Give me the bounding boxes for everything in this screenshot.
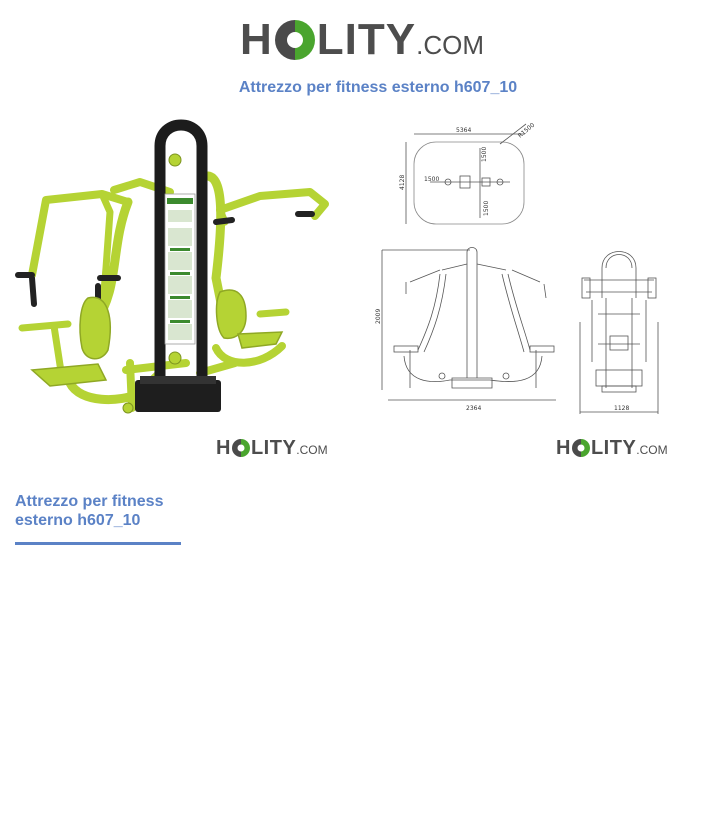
dim-top-height: 4128 [399, 175, 406, 190]
product-title: Attrezzo per fitness esterno h607_10 [238, 79, 518, 96]
dim-top-width: 5364 [456, 127, 471, 134]
logo-domain: .COM [416, 30, 484, 60]
logo-circle-icon [231, 439, 250, 457]
heading-underline [15, 542, 181, 545]
logo-letter-h: H [556, 437, 571, 459]
logo-domain: .COM [636, 443, 668, 457]
technical-drawing[interactable]: 5364 R1500 4128 1500 1500 1500 2009 2364… [370, 118, 670, 418]
dim-arm-up: 1500 [481, 147, 488, 162]
dim-radius: R1500 [517, 122, 537, 140]
holity-logo[interactable]: H LITY .COM [240, 14, 484, 65]
logo-letters: LITY [590, 437, 637, 459]
product-name-heading: Attrezzo per fitness esterno h607_10 [15, 493, 164, 529]
logo-circle-icon [274, 20, 315, 60]
logo-letter-h: H [216, 437, 231, 459]
dim-front-height: 2009 [375, 309, 382, 324]
dim-arm-left: 1500 [424, 176, 439, 183]
dim-side-width: 1128 [614, 405, 629, 412]
logo-letters: LITY [250, 437, 297, 459]
dim-arm-down: 1500 [483, 201, 490, 216]
logo-domain: .COM [296, 443, 328, 457]
photo-holity-logo: H LITY .COM [216, 436, 328, 460]
dim-front-width: 2364 [466, 405, 481, 412]
product-photo[interactable] [10, 118, 340, 418]
drawing-holity-logo: H LITY .COM [556, 436, 668, 460]
logo-letters: LITY [316, 15, 417, 64]
logo-letter-h: H [240, 15, 273, 64]
logo-circle-icon [571, 439, 590, 457]
